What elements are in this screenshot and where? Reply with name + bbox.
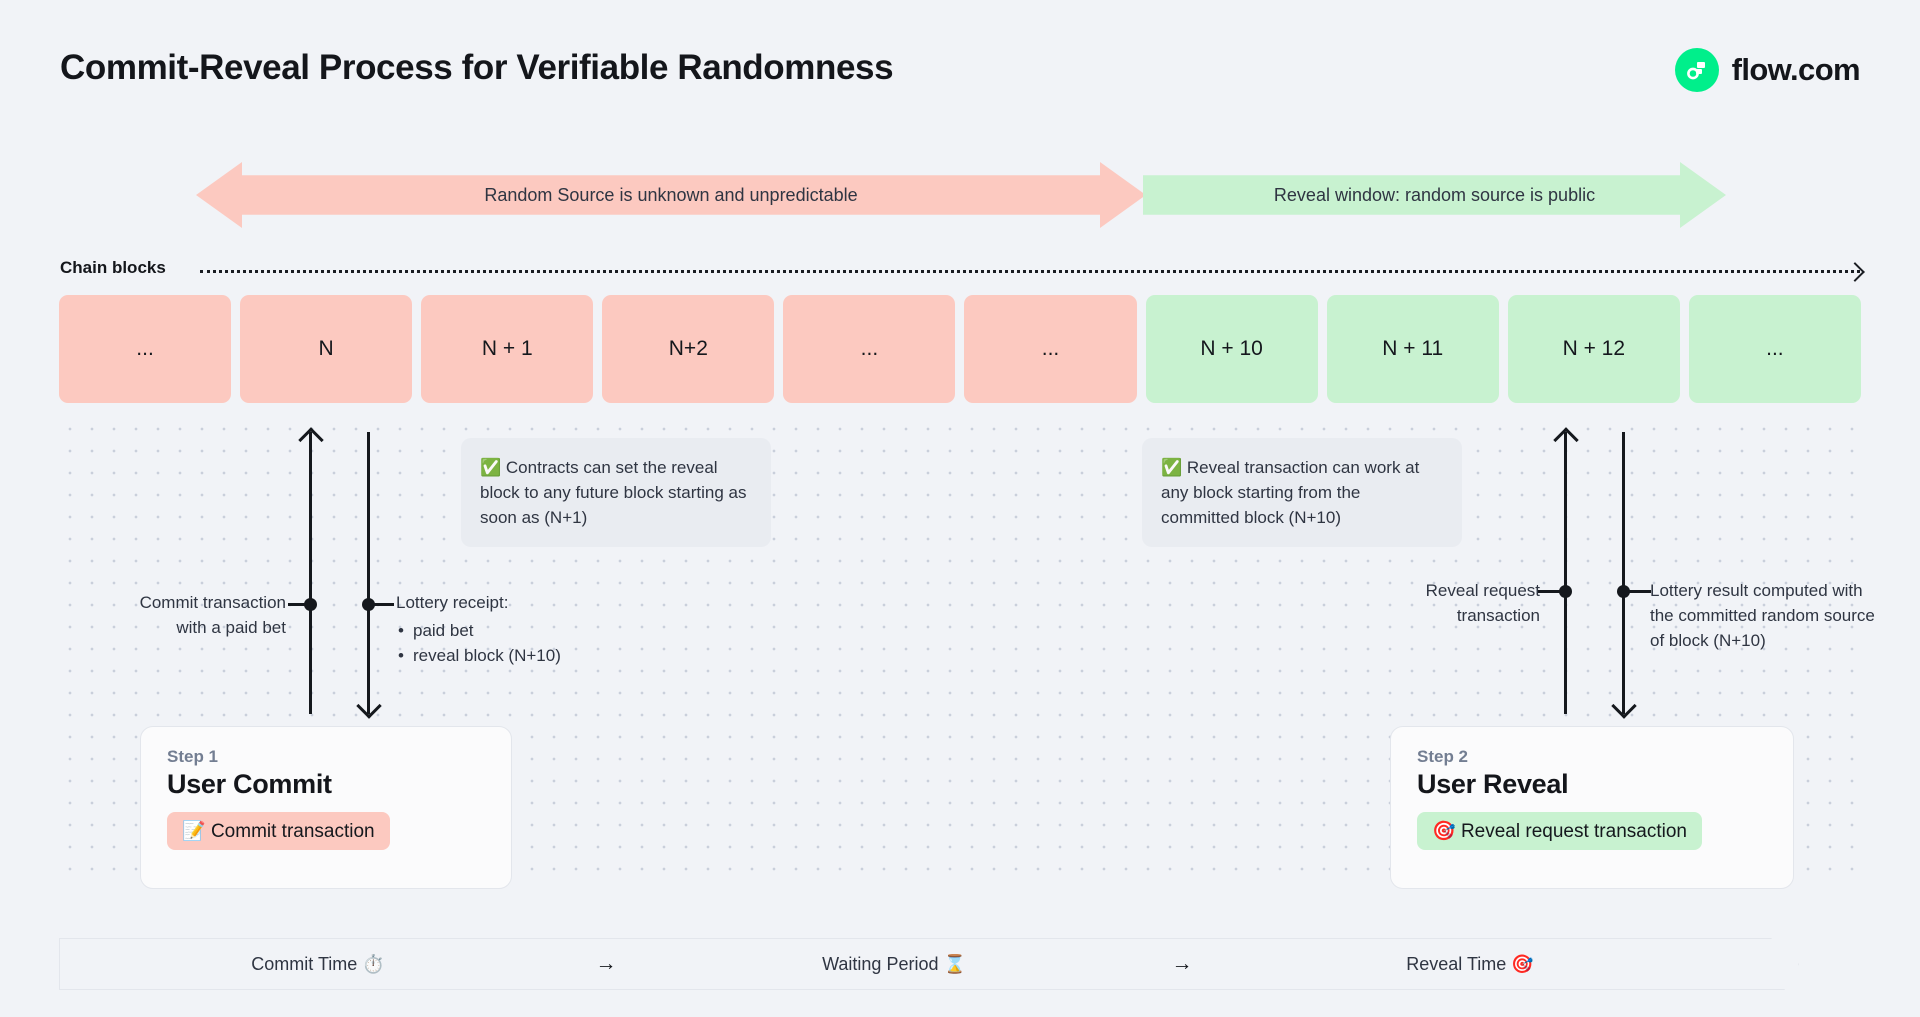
- list-item: paid bet: [396, 618, 656, 643]
- step-card-user-commit[interactable]: Step 1 User Commit 📝 Commit transaction: [140, 726, 512, 889]
- step-pill-label: Commit transaction: [210, 821, 375, 842]
- step-pill-label: Reveal request transaction: [1460, 821, 1687, 842]
- chain-block[interactable]: N + 12: [1507, 295, 1680, 403]
- result-marker-stub: [1625, 590, 1651, 593]
- chain-blocks-row: ... N N + 1 N+2 ... ... N + 10 N + 11 N …: [59, 295, 1861, 403]
- check-icon: ✅: [480, 458, 502, 477]
- list-item: reveal block (N+10): [396, 643, 656, 668]
- annotation-reveal-line1: Reveal request: [1425, 581, 1540, 600]
- brand-name: flow.com: [1731, 52, 1861, 87]
- phase-band-random-unknown: Random Source is unknown and unpredictab…: [196, 162, 1146, 228]
- arrow-right-icon: →: [1171, 952, 1193, 975]
- chain-block[interactable]: ...: [1688, 295, 1861, 403]
- step-card-user-reveal[interactable]: Step 2 User Reveal 🎯 Reveal request tran…: [1390, 726, 1794, 889]
- step-title: User Reveal: [1417, 769, 1569, 799]
- chain-block[interactable]: ...: [783, 295, 956, 403]
- annotation-receipt-list: paid bet reveal block (N+10): [396, 618, 656, 668]
- chain-block[interactable]: N+2: [602, 295, 775, 403]
- page-title: Commit-Reveal Process for Verifiable Ran…: [60, 48, 894, 87]
- flow-logo-icon: [1674, 48, 1719, 92]
- chain-block[interactable]: N + 1: [421, 295, 594, 403]
- target-icon: 🎯: [1432, 821, 1456, 842]
- chain-block[interactable]: N + 10: [1145, 295, 1318, 403]
- callout-reveal-window: ✅ Reveal transaction can work at any blo…: [1142, 438, 1462, 548]
- callout-reveal-text: Reveal transaction can work at any block…: [1161, 458, 1420, 528]
- annotation-commit-line1: Commit transaction: [139, 593, 286, 612]
- step-kicker: Step 2: [1417, 747, 1469, 766]
- result-marker-node: [1617, 585, 1630, 598]
- brand-logo: flow.com: [1674, 48, 1861, 92]
- timeline-segment-waiting-period: Waiting Period ⌛: [822, 953, 966, 974]
- check-icon: ✅: [1161, 458, 1183, 477]
- annotation-reveal-line2: transaction: [1456, 606, 1540, 626]
- timeline-segment-reveal-time: Reveal Time 🎯: [1406, 953, 1534, 974]
- memo-icon: 📝: [182, 821, 206, 842]
- receipt-marker-node: [362, 598, 375, 611]
- reveal-marker-stub: [1538, 590, 1564, 593]
- chain-blocks-label: Chain blocks: [60, 258, 166, 277]
- chain-block[interactable]: ...: [59, 295, 232, 403]
- commit-marker-line-up: [309, 432, 312, 714]
- step-pill-commit-transaction[interactable]: 📝 Commit transaction: [167, 812, 390, 850]
- step-kicker: Step 1: [167, 747, 219, 766]
- phase-timeline: Commit Time ⏱️ → Waiting Period ⌛ → Reve…: [59, 938, 1799, 990]
- annotation-reveal-request: Reveal request transaction: [1340, 578, 1540, 628]
- reveal-marker-line-up: [1564, 432, 1567, 714]
- annotation-commit-transaction: Commit transaction with a paid bet: [96, 590, 286, 640]
- phase-label-reveal-window: Reveal window: random source is public: [1273, 184, 1596, 205]
- annotation-lottery-result: Lottery result computed with the committ…: [1650, 581, 1875, 651]
- chain-block[interactable]: N: [240, 295, 413, 403]
- timeline-segment-commit-time: Commit Time ⏱️: [251, 953, 385, 974]
- step-pill-reveal-request-transaction[interactable]: 🎯 Reveal request transaction: [1417, 812, 1702, 850]
- chain-block[interactable]: N + 11: [1326, 295, 1499, 403]
- receipt-marker-line-down: [367, 432, 370, 714]
- annotation-receipt-title: Lottery receipt:: [396, 593, 509, 612]
- chain-block[interactable]: ...: [964, 295, 1137, 403]
- phase-label-random-unknown: Random Source is unknown and unpredictab…: [484, 184, 858, 205]
- result-marker-line-down: [1622, 432, 1625, 714]
- arrow-right-icon: →: [595, 952, 617, 975]
- phase-band-reveal-window: Reveal window: random source is public: [1143, 162, 1726, 228]
- step-title: User Commit: [167, 769, 332, 799]
- callout-commit-window: ✅ Contracts can set the reveal block to …: [461, 438, 771, 548]
- chain-axis-arrow-icon: [200, 270, 1860, 273]
- callout-commit-text: Contracts can set the reveal block to an…: [480, 458, 747, 528]
- commit-marker-stub: [288, 603, 312, 606]
- annotation-commit-line2: with a paid bet: [176, 618, 286, 638]
- reveal-marker-node: [1559, 585, 1572, 598]
- annotation-lottery-receipt: Lottery receipt: paid bet reveal block (…: [396, 590, 656, 669]
- receipt-marker-stub: [370, 603, 394, 606]
